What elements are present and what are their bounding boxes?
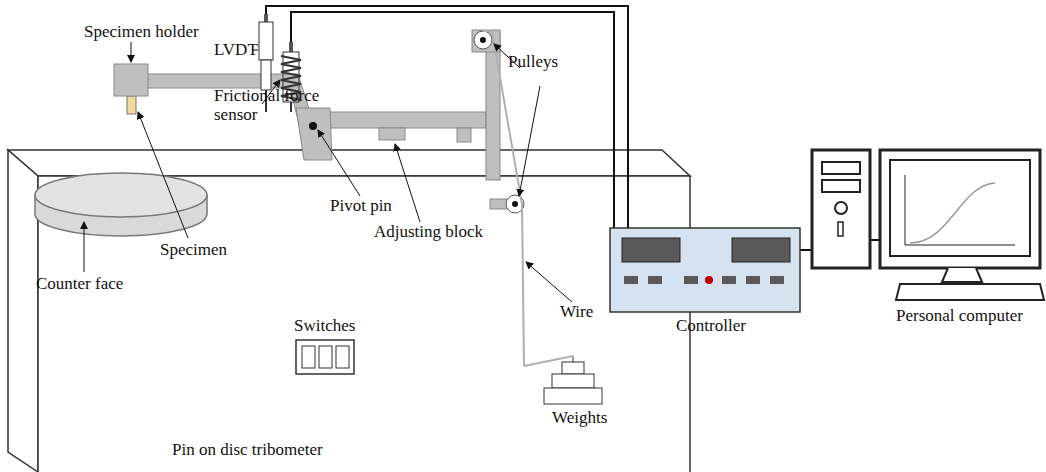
part-label: Weights bbox=[552, 408, 607, 427]
part-label: Controller bbox=[676, 316, 746, 335]
part-label: Specimen holder bbox=[84, 22, 199, 41]
part-label: Adjusting block bbox=[374, 222, 483, 241]
part-label: Pulleys bbox=[508, 52, 558, 71]
part-label: Frictional force sensor bbox=[214, 86, 344, 124]
part-label: Pin on disc tribometer bbox=[172, 440, 323, 459]
part-label: Switches bbox=[294, 316, 355, 335]
part-label: Wire bbox=[560, 302, 593, 321]
part-label: Pivot pin bbox=[330, 196, 392, 215]
part-label: Counter face bbox=[36, 274, 123, 293]
part-label: LVDT bbox=[214, 40, 258, 59]
part-label: Specimen bbox=[160, 240, 227, 259]
part-label: Personal computer bbox=[896, 306, 1023, 325]
